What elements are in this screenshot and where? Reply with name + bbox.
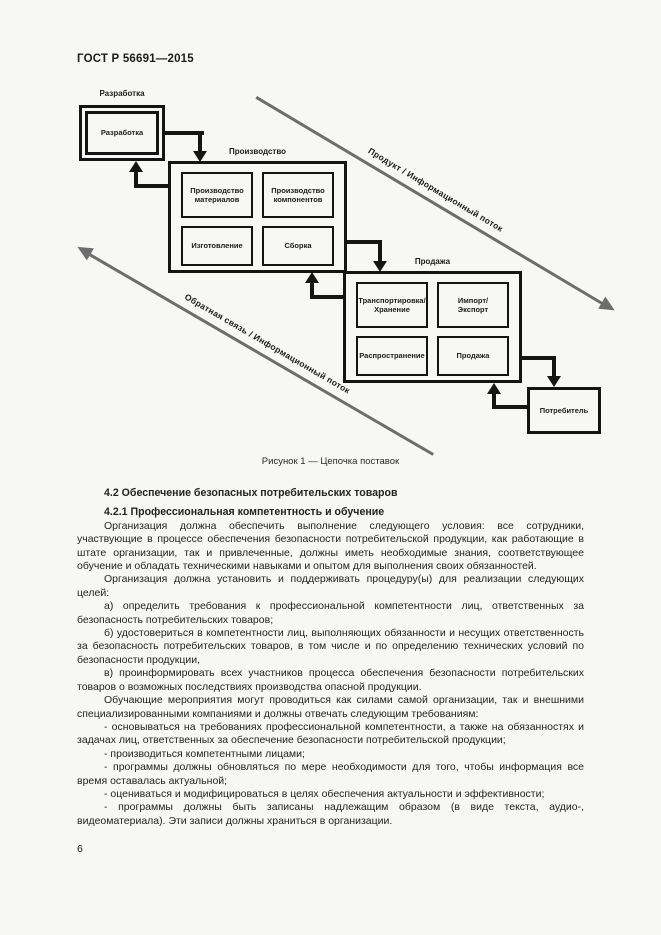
connector-line (310, 295, 345, 299)
document-number: ГОСТ Р 56691—2015 (77, 53, 194, 65)
cell-label: Продажа (456, 351, 490, 361)
connector-line (345, 240, 382, 244)
production-cell-assembly: Сборка (262, 226, 334, 266)
cell-label: Транспортировка/ Хранение (358, 295, 426, 314)
consumer-box-label: Потребитель (539, 405, 589, 415)
production-cell-components: Производство компонентов (262, 172, 334, 218)
cell-label: Сборка (284, 241, 312, 251)
connector-line (164, 131, 204, 135)
development-box: Разработка (79, 105, 165, 161)
paragraph: - производиться компетентными лицами; (104, 747, 305, 760)
section-heading-4-2-1: 4.2.1 Профессиональная компетентность и … (104, 506, 385, 519)
paragraph: - основываться на требованиях профессион… (77, 720, 584, 747)
connector-line (520, 356, 556, 360)
production-group-label: Производство (228, 147, 287, 156)
connector-line (134, 184, 171, 188)
cell-label: Импорт/ Экспорт (457, 295, 489, 314)
production-box: Производство материалов Производство ком… (168, 161, 347, 273)
connector-line (492, 394, 496, 409)
arrow-right-icon (598, 296, 619, 317)
production-cell-manufacturing: Изготовление (181, 226, 253, 266)
connector-line (310, 283, 314, 299)
section-heading-4-2: 4.2 Обеспечение безопасных потребительск… (104, 487, 398, 499)
paragraph: Организация должна установить и поддержи… (77, 573, 584, 599)
paragraph: в) проинформировать всех участников проц… (77, 667, 584, 693)
figure-caption: Рисунок 1 — Цепочка поставок (261, 456, 400, 467)
arrowhead-down-icon (373, 261, 387, 272)
sale-cell-transport-storage: Транспортировка/ Хранение (356, 282, 428, 328)
cell-label: Производство материалов (190, 185, 244, 204)
connector-line (134, 172, 138, 188)
paragraph: Организация должна обеспечить выполнение… (77, 519, 584, 573)
supply-chain-diagram: Продукт / Информационный поток Обратная … (0, 85, 661, 475)
paragraph: б) удостовериться в компетентности лиц, … (77, 627, 584, 666)
paragraph: - оцениваться и модифицироваться в целях… (104, 787, 545, 800)
sale-cell-sale: Продажа (437, 336, 509, 376)
sale-cell-distribution: Распространение (356, 336, 428, 376)
cell-label: Изготовление (191, 241, 243, 251)
arrowhead-down-icon (193, 151, 207, 162)
page-number: 6 (77, 843, 83, 855)
arrowhead-up-icon (487, 383, 501, 394)
connector-line (552, 356, 556, 377)
cell-label: Распространение (359, 351, 425, 361)
paragraph: - программы должны обновляться по мере н… (77, 761, 584, 787)
consumer-box: Потребитель (527, 387, 601, 434)
paragraph: Обучающие мероприятия могут проводиться … (77, 694, 584, 720)
production-cell-materials: Производство материалов (181, 172, 253, 218)
connector-line (198, 131, 202, 152)
cell-label: Производство компонентов (271, 185, 325, 204)
sale-group-label: Продажа (414, 257, 451, 266)
paragraph: а) определить требования к профессиональ… (77, 600, 584, 626)
section-text: 4.2 Обеспечение безопасных потребительск… (77, 487, 584, 828)
sale-box: Транспортировка/ Хранение Импорт/ Экспор… (343, 271, 522, 383)
arrowhead-down-icon (547, 376, 561, 387)
development-inner-box: Разработка (85, 111, 159, 155)
development-group-label: Разработка (99, 89, 145, 98)
arrowhead-up-icon (305, 272, 319, 283)
connector-line (378, 240, 382, 262)
sale-cell-import-export: Импорт/ Экспорт (437, 282, 509, 328)
development-box-label: Разработка (100, 128, 144, 138)
arrowhead-up-icon (129, 161, 143, 172)
paragraph: - программы должны быть записаны надлежа… (77, 801, 584, 827)
arrow-left-icon (73, 240, 94, 261)
connector-line (492, 405, 528, 409)
